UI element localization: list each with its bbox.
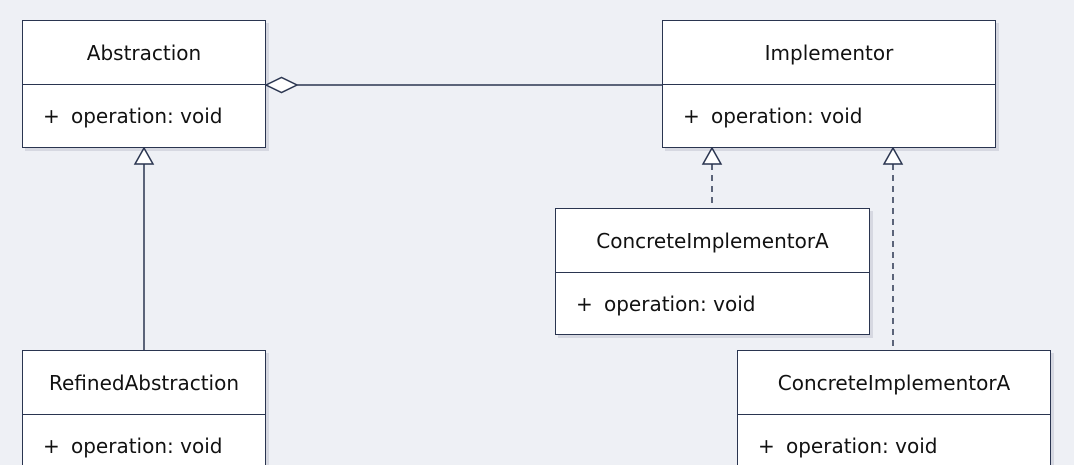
visibility-marker: +	[758, 434, 775, 458]
operation-row: + operation: void	[758, 434, 937, 458]
class-operations: + operation: void	[663, 85, 995, 147]
realization-arrowhead-icon	[701, 146, 723, 165]
operation-text: operation: void	[711, 104, 863, 128]
class-concrete-implementor-b[interactable]: ConcreteImplementorA + operation: void	[737, 350, 1051, 465]
class-operations: + operation: void	[738, 415, 1050, 465]
class-name: ConcreteImplementorA	[738, 351, 1050, 415]
class-abstraction[interactable]: Abstraction + operation: void	[22, 20, 266, 148]
generalization-arrowhead-icon	[133, 146, 155, 165]
class-concrete-implementor-a[interactable]: ConcreteImplementorA + operation: void	[555, 208, 870, 335]
operation-row: + operation: void	[43, 434, 222, 458]
visibility-marker: +	[43, 434, 60, 458]
class-refined-abstraction[interactable]: RefinedAbstraction + operation: void	[22, 350, 266, 465]
visibility-marker: +	[576, 292, 593, 316]
operation-text: operation: void	[604, 292, 756, 316]
operation-row: + operation: void	[43, 104, 222, 128]
aggregation-diamond-icon	[264, 76, 299, 94]
class-name: ConcreteImplementorA	[556, 209, 869, 273]
class-operations: + operation: void	[23, 85, 265, 147]
generalization-connector	[133, 146, 155, 350]
operation-text: operation: void	[786, 434, 938, 458]
class-operations: + operation: void	[23, 415, 265, 465]
operation-row: + operation: void	[576, 292, 755, 316]
realization-arrowhead-icon	[882, 146, 904, 165]
aggregation-connector	[264, 76, 662, 94]
class-name: Implementor	[663, 21, 995, 85]
operation-row: + operation: void	[683, 104, 862, 128]
visibility-marker: +	[683, 104, 700, 128]
realization-connector-a	[701, 146, 723, 208]
realization-connector-b	[882, 146, 904, 350]
class-operations: + operation: void	[556, 273, 869, 335]
visibility-marker: +	[43, 104, 60, 128]
class-implementor[interactable]: Implementor + operation: void	[662, 20, 996, 148]
operation-text: operation: void	[71, 104, 223, 128]
class-name: Abstraction	[23, 21, 265, 85]
operation-text: operation: void	[71, 434, 223, 458]
class-name: RefinedAbstraction	[23, 351, 265, 415]
